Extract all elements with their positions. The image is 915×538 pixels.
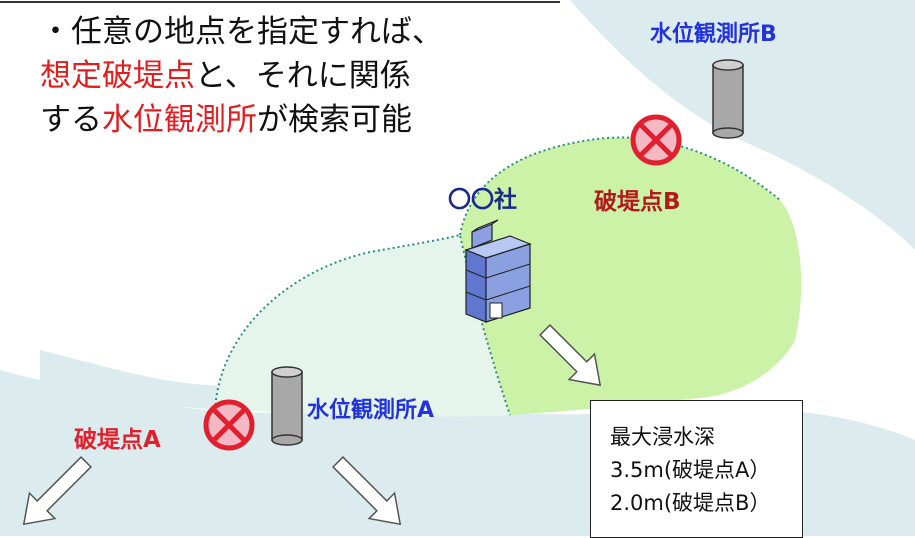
breach-b-marker-icon	[630, 114, 682, 166]
water-gauge-a-icon	[271, 366, 303, 446]
station-a-label: 水位観測所A	[307, 398, 435, 423]
description-line-1: ・任意の地点を指定すれば、	[40, 14, 443, 50]
building-icon	[464, 219, 532, 323]
flow-arrow-icon-left	[22, 455, 93, 526]
info-box-row-breach-a: 3.5m(破堤点A）	[610, 458, 771, 482]
search-description: ・任意の地点を指定すれば、 想定破堤点と、それに関係 する水位観測所が検索可能	[40, 10, 443, 142]
description-line-3-post: が検索可能	[257, 102, 412, 138]
breach-a-marker-icon	[203, 399, 255, 451]
company-label: 〇〇社	[448, 187, 517, 213]
flood-area-a-boundary	[214, 233, 511, 416]
description-line-2: 想定破堤点と、それに関係	[40, 54, 443, 98]
description-line-3-pre: する	[40, 102, 102, 138]
description-line-2-rest: と、それに関係	[195, 58, 411, 94]
max-flood-depth-box: 最大浸水深 3.5m(破堤点A） 2.0m(破堤点B）	[590, 400, 803, 538]
description-breach-highlight: 想定破堤点	[40, 58, 195, 94]
flood-area-b-boundary	[459, 136, 781, 236]
description-line-3: する水位観測所が検索可能	[40, 98, 443, 142]
flood-area-b	[460, 137, 802, 415]
breach-a-label: 破堤点A	[74, 427, 161, 453]
river-left-bank	[40, 350, 250, 410]
flow-arrow-icon-center	[331, 455, 402, 526]
info-box-title: 最大浸水深	[610, 425, 715, 449]
station-b-label: 水位観測所B	[650, 22, 777, 47]
breach-b-label: 破堤点B	[594, 189, 681, 215]
water-gauge-b-icon	[712, 59, 744, 139]
info-box-row-breach-b: 2.0m(破堤点B）	[610, 491, 771, 515]
flow-arrow-icon-building	[538, 323, 602, 387]
description-station-highlight: 水位観測所	[102, 102, 257, 138]
